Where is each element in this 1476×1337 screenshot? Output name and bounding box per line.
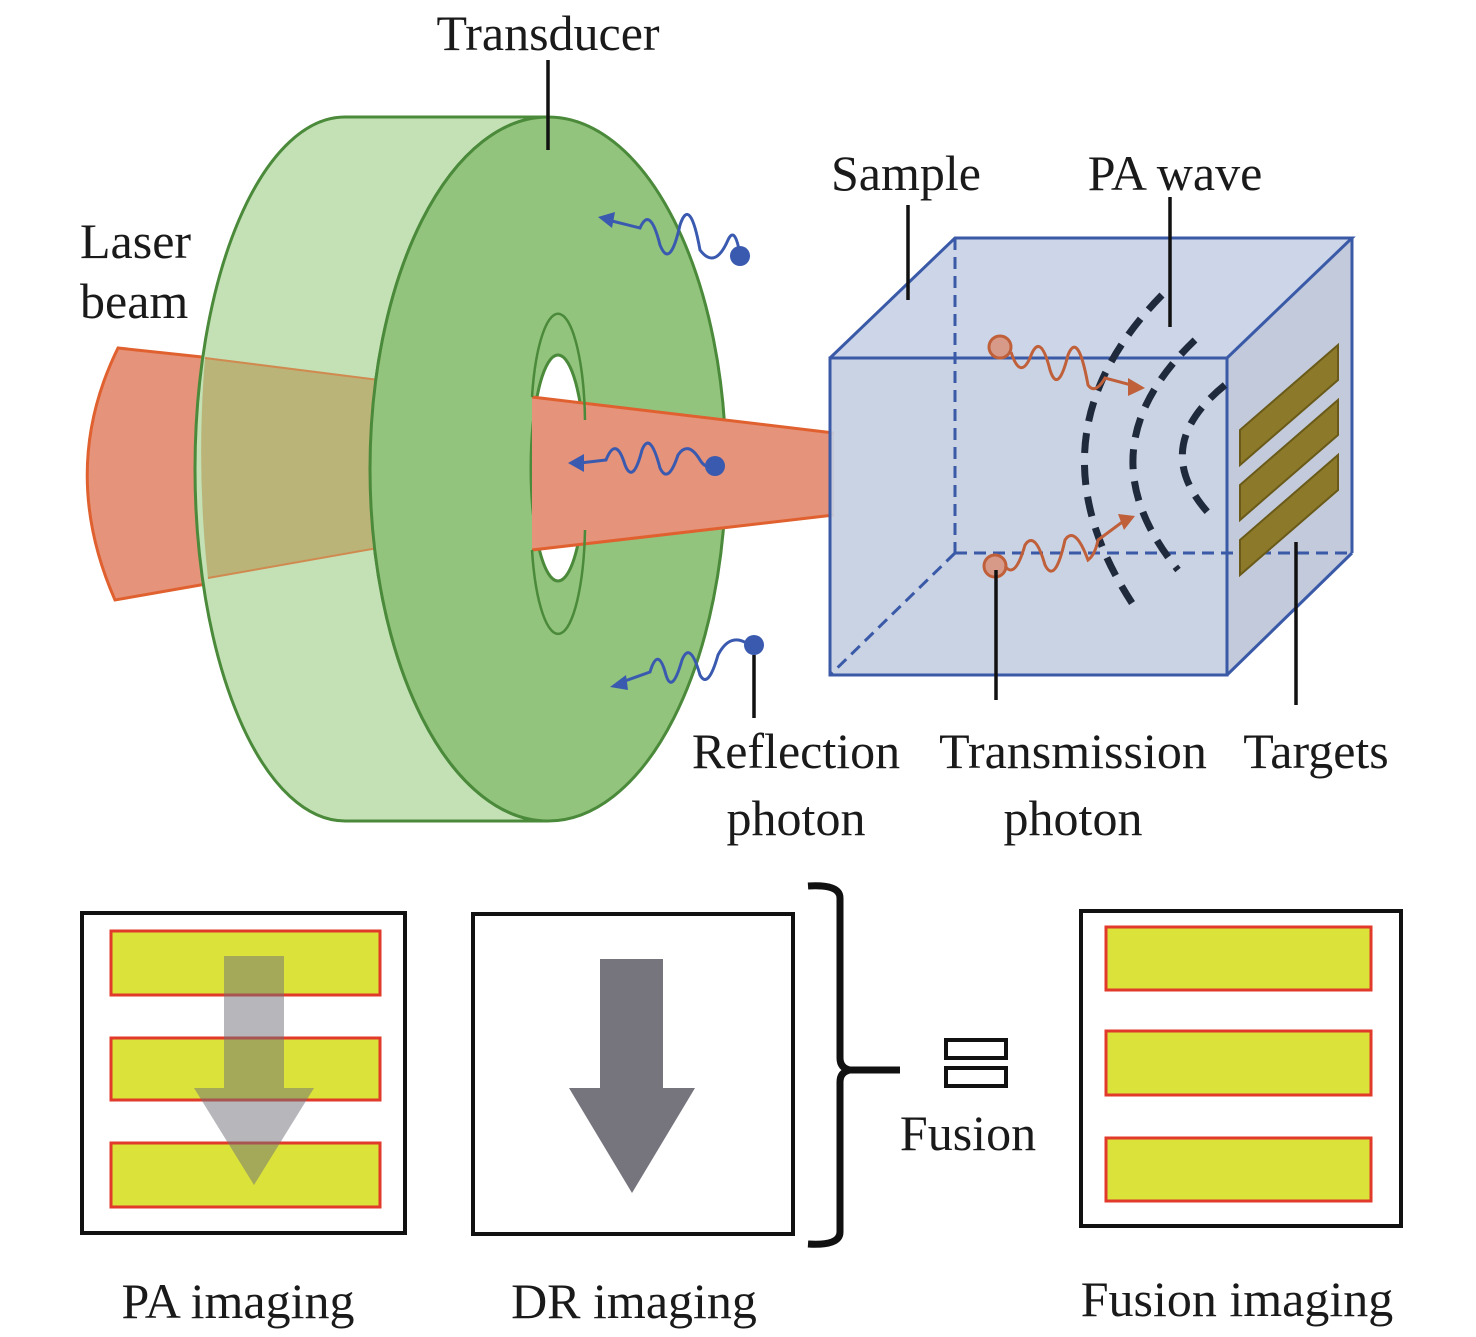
targets-3d [1239,342,1339,578]
laser-beam-through-transducer [201,358,395,578]
fusion-target-2 [1104,1029,1373,1097]
fusion-target-1 [1104,925,1373,992]
dr-arrow [569,959,695,1193]
pa-wave-arcs [1080,292,1228,614]
reflection-photon-label-line2: photon [727,790,866,846]
targets-label: Targets [1243,723,1389,779]
reflection-photon-label-line1: Reflection [692,723,900,779]
fusion-imaging-caption: Fusion imaging [1081,1271,1394,1327]
reflection-photon-top [598,212,750,266]
sample-label: Sample [831,145,981,201]
pa-wave-label: PA wave [1088,145,1263,201]
reflection-photon-middle [568,441,725,476]
fusion-brace [807,882,900,1248]
fusion-imaging-panel [1079,909,1403,1228]
laser-beam-label-line1: Laser [80,213,191,269]
pa-faint-arrow [194,956,314,1185]
fusion-target-3 [1104,1136,1373,1203]
reflection-photon-bottom [610,635,764,690]
laser-beam-front [532,397,834,550]
transmission-photon-bottom [982,514,1135,579]
dr-imaging-caption: DR imaging [511,1273,757,1329]
pa-imaging-caption: PA imaging [122,1273,355,1329]
transmission-photon-top [987,334,1145,396]
fusion-label: Fusion [900,1105,1036,1161]
transmission-photon-label-line1: Transmission [939,723,1207,779]
pa-imaging-panel [80,911,407,1235]
laser-beam-label-line2: beam [80,273,188,329]
transducer-label: Transducer [436,5,659,61]
dr-imaging-panel [471,912,795,1236]
transmission-photon-label-line2: photon [1004,790,1143,846]
equals-sign [944,1038,1008,1088]
